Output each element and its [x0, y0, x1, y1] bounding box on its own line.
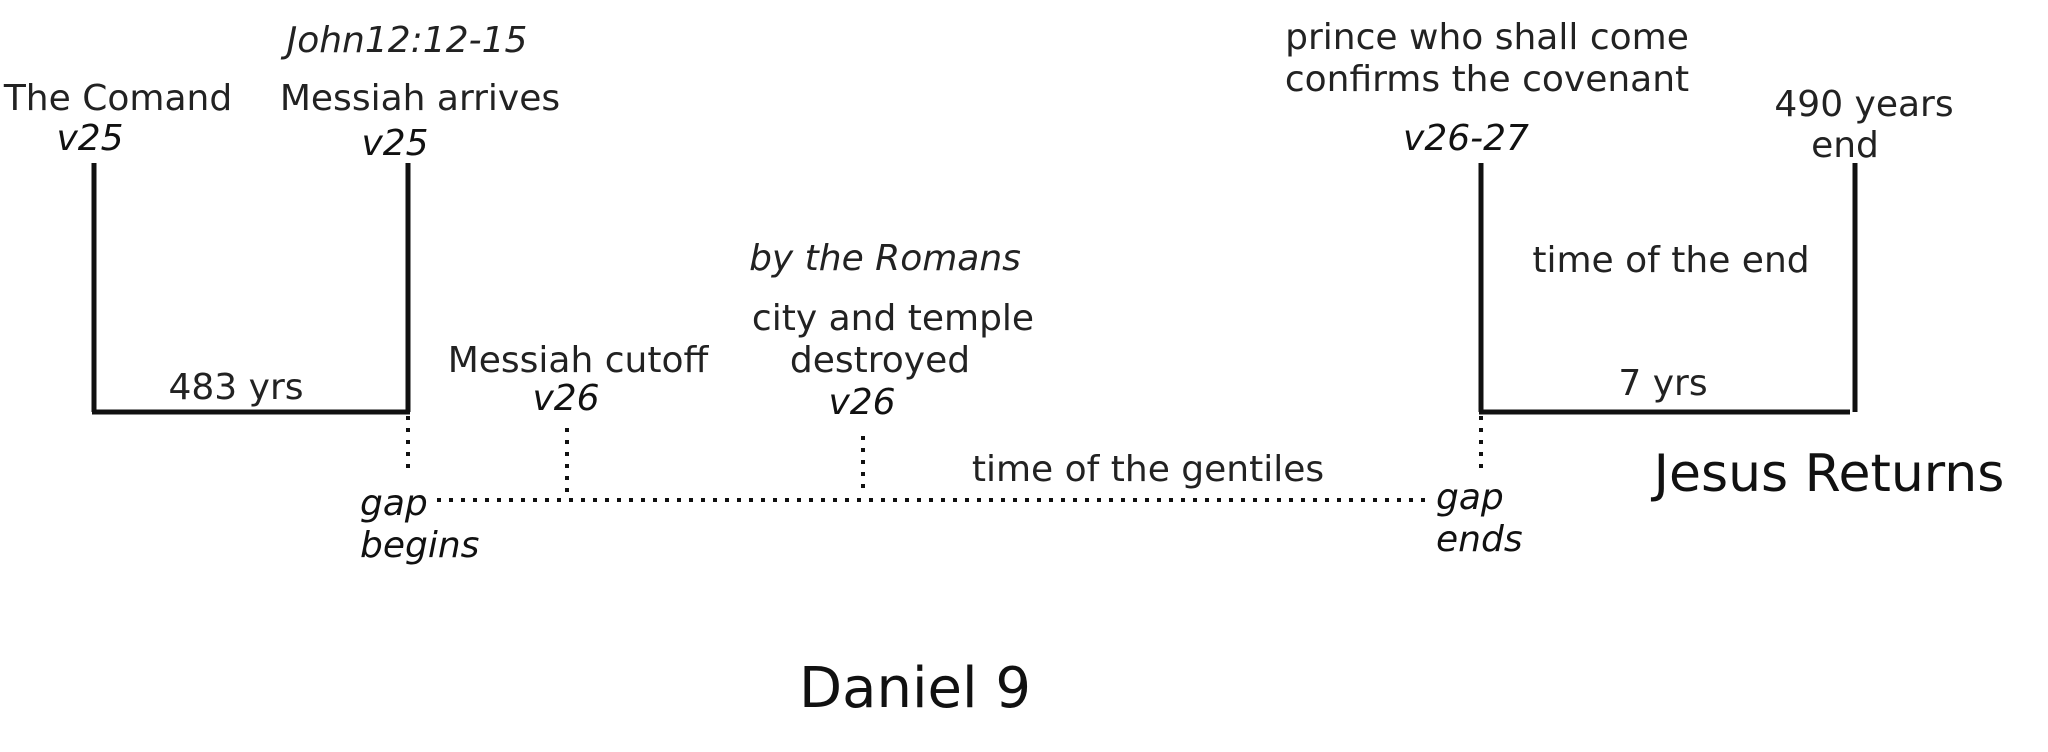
messiah-cutoff-label: Messiah cutoff: [447, 340, 709, 381]
city-destroyed-verse: v26: [828, 382, 896, 423]
prince-label-line2: confirms the covenant: [1284, 59, 1690, 100]
gap-begins-label-line1: gap: [360, 483, 428, 524]
messiah-arrives-reference: John12:12-15: [286, 20, 528, 61]
diagram-title: Daniel 9: [799, 656, 1031, 721]
gap-ends-label-line1: gap: [1436, 477, 1504, 518]
490-years-end-label-line2: end: [1811, 125, 1879, 166]
7-years-label: 7 yrs: [1618, 363, 1708, 404]
gap-ends-label-line2: ends: [1436, 519, 1523, 560]
time-of-gentiles-label: time of the gentiles: [971, 449, 1325, 490]
time-of-the-end-label: time of the end: [1532, 240, 1810, 281]
command-verse: v25: [56, 118, 124, 159]
gap-begins-label-line2: begins: [360, 525, 480, 566]
490-years-end-label-line1: 490 years: [1774, 84, 1954, 125]
messiah-arrives-verse: v25: [361, 123, 429, 164]
prince-label-line1: prince who shall come: [1285, 17, 1689, 58]
messiah-cutoff-verse: v26: [532, 378, 600, 419]
command-label: The Comand: [3, 78, 233, 119]
jesus-returns-label: Jesus Returns: [1653, 444, 2005, 504]
city-destroyed-label-line2: destroyed: [789, 340, 971, 381]
483-years-label: 483 yrs: [168, 367, 304, 408]
by-the-romans-note: by the Romans: [749, 238, 1021, 279]
city-destroyed-label-line1: city and temple: [751, 298, 1035, 339]
prince-verse: v26-27: [1403, 118, 1529, 159]
messiah-arrives-label: Messiah arrives: [279, 78, 561, 119]
